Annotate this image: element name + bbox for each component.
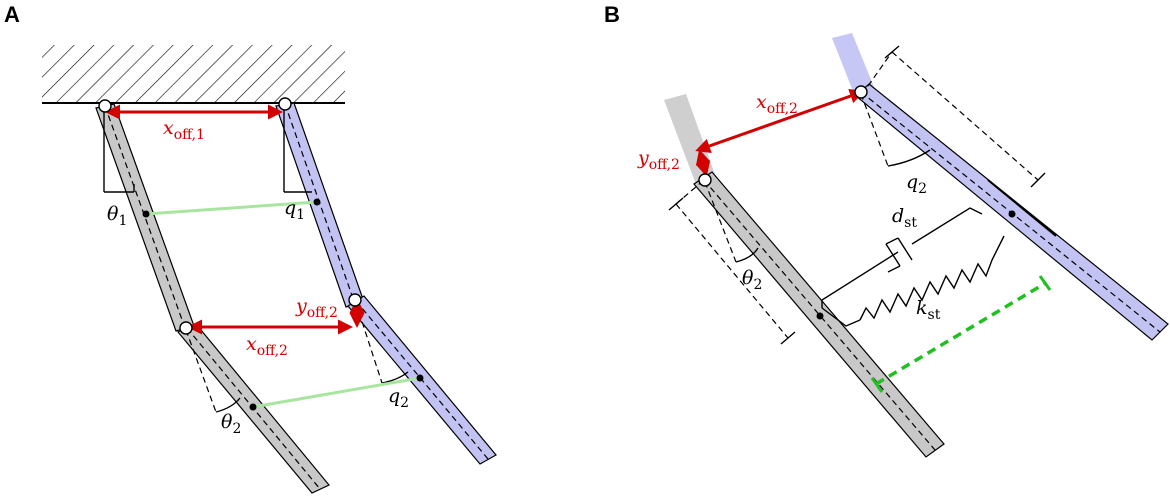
spring-distance-line	[875, 282, 1045, 386]
label-xoff1: xoff,1	[163, 117, 205, 143]
panel-a-letter: A	[4, 2, 20, 27]
panel-b-letter: B	[604, 2, 620, 27]
label-q2-b: q2	[906, 171, 927, 197]
label-theta2-b: θ2	[742, 267, 762, 293]
exo-attachment-point-b	[1008, 210, 1016, 218]
ceiling-fixture	[42, 45, 345, 104]
hip-joint-human-a	[98, 99, 112, 113]
human-thigh-com-a	[142, 210, 150, 218]
label-theta2-a: θ2	[221, 411, 241, 437]
label-q1: q1	[284, 197, 305, 223]
label-q2-a: q2	[388, 385, 409, 411]
xoff2-arrow-b	[695, 88, 865, 154]
distance-end-mark-upper	[1038, 275, 1052, 291]
shank-coupling-line-a	[252, 376, 421, 409]
knee-joint-exo-a	[348, 293, 362, 307]
exo-shank-length-dimension	[867, 45, 1046, 188]
knee-joint-human-b	[698, 173, 712, 187]
label-yoff2-b: yoff,2	[637, 147, 680, 173]
label-dst: dst	[892, 205, 917, 231]
label-kst: kst	[916, 297, 941, 323]
q1-angle-marker	[283, 108, 312, 193]
knee-joint-exo-b	[854, 85, 868, 99]
theta2-angle-marker	[185, 329, 241, 413]
hip-joint-exo-a	[278, 97, 292, 111]
human-thigh-remnant-b	[664, 94, 717, 187]
q2-angle-marker-b	[860, 93, 931, 167]
theta2-angle-marker-b	[704, 181, 759, 263]
label-xoff2-a: xoff,2	[246, 333, 288, 359]
exo-thigh-com-a	[313, 198, 321, 206]
thigh-coupling-line-a	[145, 200, 318, 216]
human-shank-com-a	[249, 403, 257, 411]
label-theta1: θ1	[107, 203, 127, 229]
exo-cuff-strap	[987, 179, 1057, 237]
exo-shank-com-a	[416, 374, 424, 382]
damper-element	[821, 207, 983, 308]
knee-joint-human-a	[179, 321, 193, 335]
human-shank-length-dimension	[668, 179, 796, 345]
human-attachment-point-b	[816, 312, 824, 320]
exo-thigh-remnant-b	[832, 33, 876, 99]
theta1-angle-marker	[103, 108, 135, 193]
yoff2-arrow-b	[695, 149, 711, 177]
distance-end-mark-lower	[870, 377, 884, 393]
label-xoff2-b: xoff,2	[756, 91, 798, 117]
spring-element	[821, 235, 1005, 327]
label-yoff2-a: yoff,2	[295, 295, 338, 321]
